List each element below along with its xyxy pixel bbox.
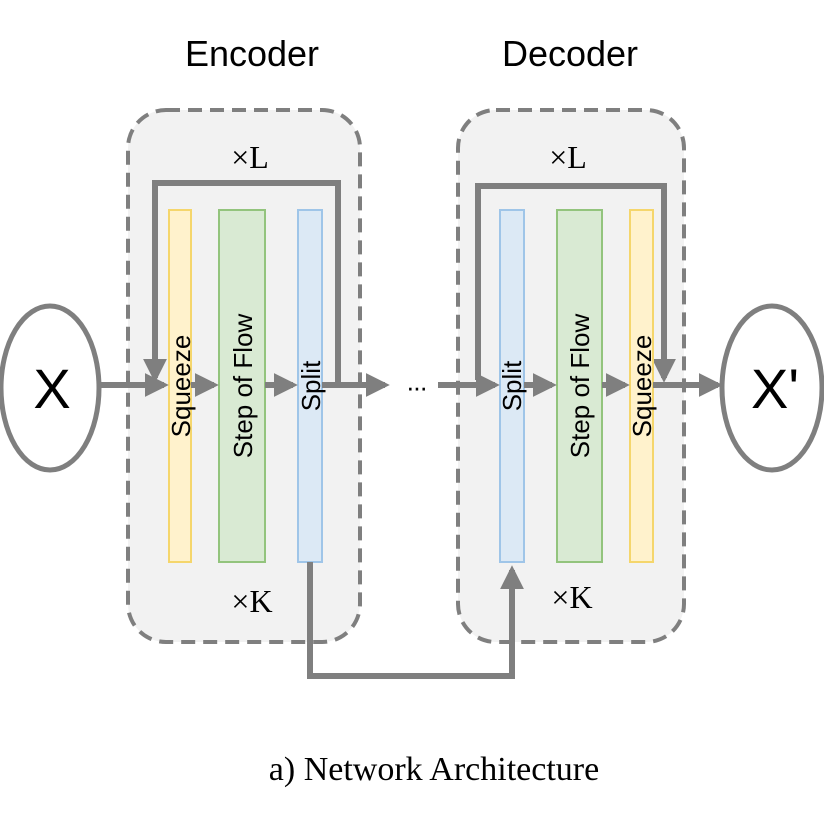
decoder-title: Decoder: [502, 33, 638, 74]
decoder-step-of-flow-label: Step of Flow: [565, 314, 595, 459]
encoder-split-label: Split: [296, 360, 326, 411]
output-node: [719, 303, 824, 473]
encoder-split-block: [297, 209, 323, 563]
decoder-split-block: [499, 209, 525, 563]
encoder-inner-repeat: ×K: [231, 583, 272, 619]
encoder-step-of-flow-label: Step of Flow: [228, 314, 258, 459]
figure-caption: a) Network Architecture: [269, 751, 599, 788]
input-node: [0, 303, 102, 473]
encoder-outer-repeat: ×L: [231, 139, 269, 175]
decoder-squeeze-label: Squeeze: [627, 335, 657, 438]
encoder-title: Encoder: [185, 33, 319, 74]
encoder-loop-line: [143, 180, 341, 383]
skip-connection-line: [307, 562, 524, 679]
ellipsis: ···: [406, 372, 426, 402]
decoder-loop-line: [475, 183, 676, 383]
output-node-label: X': [751, 357, 799, 420]
decoder-inner-repeat: ×K: [551, 579, 592, 615]
decoder-split-label: Split: [497, 360, 527, 411]
encoder-squeeze-label: Squeeze: [166, 335, 196, 438]
decoder-outer-repeat: ×L: [549, 139, 587, 175]
decoder-step-of-flow-block: [556, 209, 603, 563]
input-node-label: X: [33, 357, 70, 420]
